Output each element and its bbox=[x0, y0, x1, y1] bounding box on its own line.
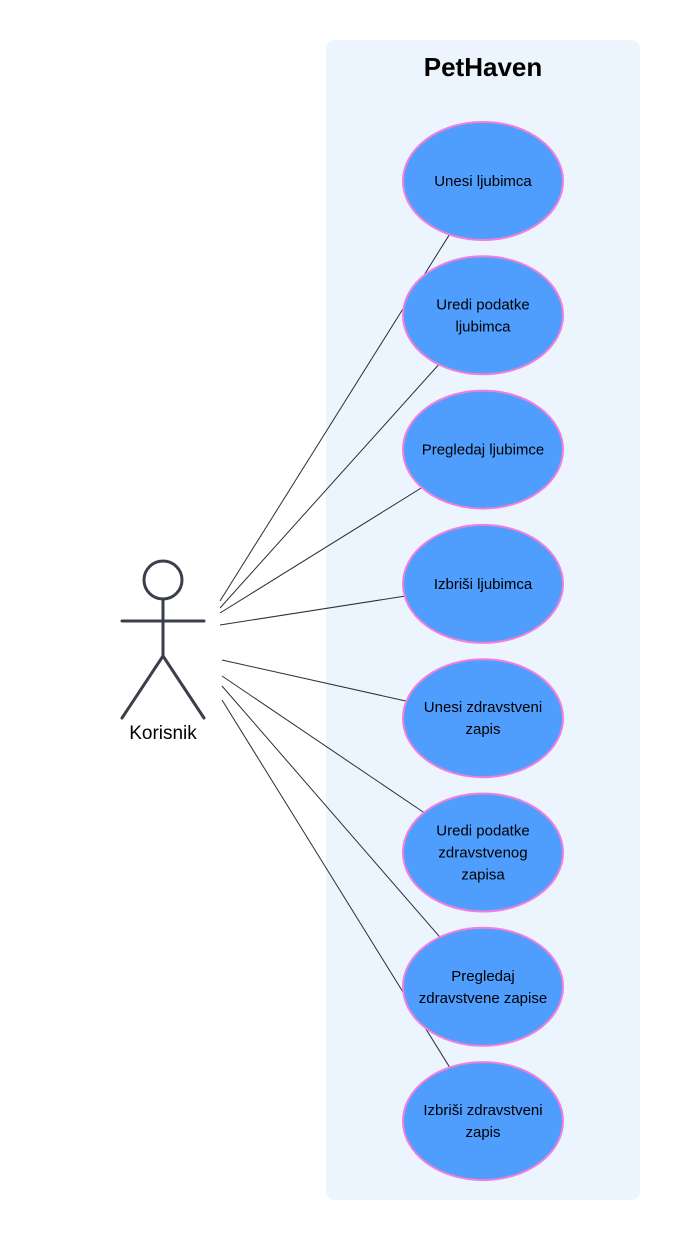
association-line-7 bbox=[221, 685, 441, 938]
use-case-label: zapis bbox=[465, 721, 500, 738]
use-case-label: Uredi podatke bbox=[436, 823, 529, 840]
use-case-ellipse bbox=[402, 926, 564, 1047]
use-case-2: Uredi podatke ljubimca bbox=[402, 255, 564, 376]
use-case-4: Izbriši ljubimca bbox=[402, 523, 564, 644]
use-case-1: Unesi ljubimca bbox=[402, 121, 564, 241]
association-line-4 bbox=[219, 595, 405, 626]
use-case-ellipse bbox=[402, 389, 564, 510]
actor-left-leg bbox=[120, 654, 165, 720]
use-case-ellipse bbox=[402, 255, 564, 376]
use-case-8: Izbriši zdravstveni zapis bbox=[402, 1061, 564, 1182]
use-case-label: Pregledaj bbox=[451, 968, 514, 985]
actor-right-leg bbox=[161, 654, 206, 720]
use-case-6: Uredi podatke zdravstvenog zapisa bbox=[402, 792, 564, 913]
use-case-label: zapis bbox=[465, 1124, 500, 1141]
actor-head bbox=[142, 559, 184, 601]
association-line-5 bbox=[221, 659, 407, 702]
use-case-7: Pregledaj zdravstvene zapise bbox=[402, 926, 564, 1047]
use-case-label: Uredi podatke bbox=[436, 296, 529, 313]
use-case-label: zdravstvenog bbox=[438, 845, 527, 862]
actor-korisnik: Korisnik bbox=[120, 559, 206, 744]
use-case-label: Pregledaj ljubimce bbox=[422, 442, 545, 459]
use-case-label: Unesi ljubimca bbox=[434, 173, 532, 190]
actor-label: Korisnik bbox=[129, 723, 197, 744]
use-case-ellipse bbox=[402, 658, 564, 779]
use-case-label: zapisa bbox=[461, 867, 505, 884]
association-line-6 bbox=[221, 675, 425, 814]
use-case-3: Pregledaj ljubimce bbox=[402, 389, 564, 510]
use-case-label: zdravstvene zapise bbox=[419, 990, 547, 1007]
use-case-label: Unesi zdravstveni bbox=[424, 699, 542, 716]
association-line-3 bbox=[219, 487, 423, 614]
use-case-ellipse bbox=[402, 523, 564, 644]
use-case-ellipse bbox=[402, 792, 564, 913]
use-case-label: Izbriši zdravstveni bbox=[423, 1102, 542, 1119]
use-case-label: ljubimca bbox=[455, 318, 511, 335]
use-case-ellipse bbox=[402, 121, 564, 241]
use-case-ellipse bbox=[402, 1061, 564, 1182]
association-line-2 bbox=[219, 364, 440, 609]
use-case-label: Izbriši ljubimca bbox=[434, 576, 533, 593]
system-title: PetHaven bbox=[424, 52, 543, 82]
use-case-5: Unesi zdravstveni zapis bbox=[402, 658, 564, 779]
